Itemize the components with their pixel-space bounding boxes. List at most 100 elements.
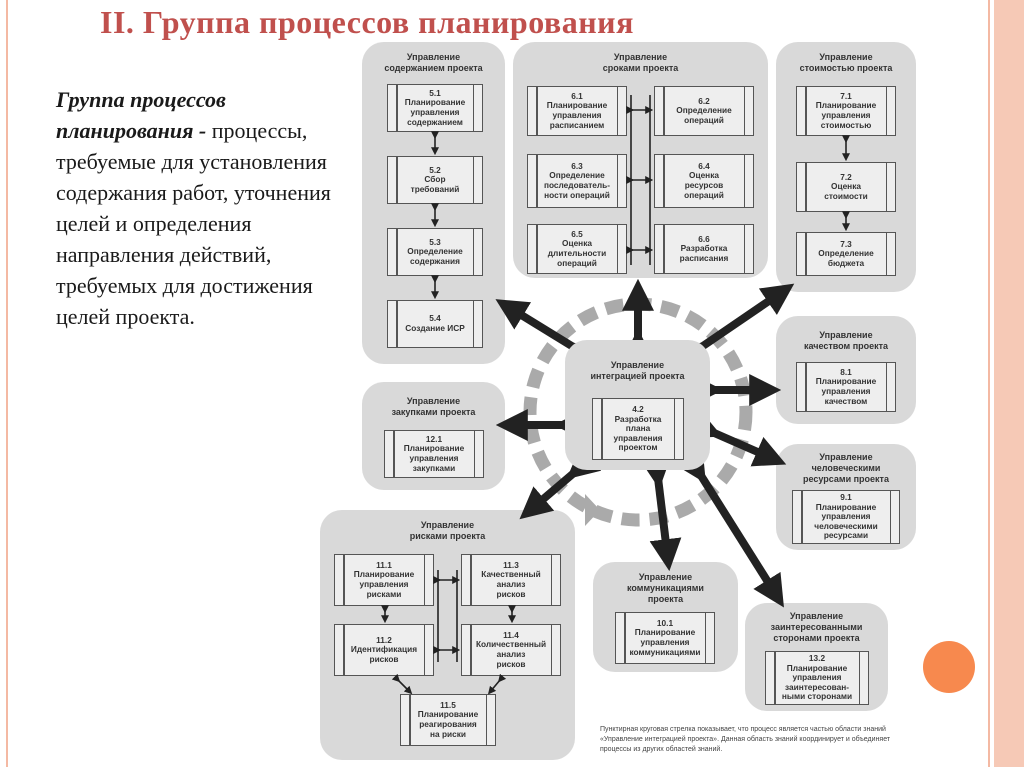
process-label: Качественный анализ рисков bbox=[481, 569, 541, 599]
group-integration-title: Управление интеграцией проекта bbox=[590, 360, 685, 381]
definition-body: процессы, требуемые для установления сод… bbox=[56, 118, 331, 329]
footnote: Пунктирная круговая стрелка показывает, … bbox=[600, 726, 891, 753]
process-number: 5.1 bbox=[429, 87, 441, 98]
process-number: 11.2 bbox=[376, 634, 392, 645]
process-label: Идентификация рисков bbox=[350, 644, 418, 664]
process-label: Планирование управления качеством bbox=[815, 376, 877, 406]
right-border-decoration bbox=[984, 0, 1024, 767]
group-cost-title: Управление стоимостью проекта bbox=[799, 52, 893, 73]
process-number: 5.3 bbox=[429, 236, 441, 247]
process-number: 6.4 bbox=[698, 160, 710, 171]
arrow-center-cost bbox=[673, 283, 795, 373]
process-number: 4.2 bbox=[632, 404, 644, 415]
process-number: 7.1 bbox=[840, 90, 852, 101]
arrow-center-scope bbox=[495, 299, 602, 373]
process-number: 5.4 bbox=[429, 313, 441, 324]
process-number: 6.2 bbox=[698, 95, 710, 106]
process-number: 9.1 bbox=[840, 492, 852, 503]
process-number: 7.3 bbox=[840, 238, 852, 249]
left-border-line bbox=[6, 0, 8, 767]
process-number: 5.2 bbox=[429, 164, 441, 175]
slide-title: II. Группа процессов планирования bbox=[100, 4, 634, 40]
process-number: 11.1 bbox=[376, 559, 392, 570]
process-number: 11.5 bbox=[440, 699, 456, 710]
group-procurement-title: Управление закупками проекта bbox=[391, 396, 476, 417]
process-label: Сбор требований bbox=[410, 174, 460, 194]
process-label: Планирование управления содержанием bbox=[404, 97, 466, 127]
process-number: 6.6 bbox=[698, 233, 710, 244]
process-label: Планирование управления закупками bbox=[403, 443, 465, 473]
process-number: 7.2 bbox=[840, 171, 852, 182]
process-label: Определение последователь- ности операци… bbox=[543, 170, 611, 200]
arrow-11-2-11-5 bbox=[391, 673, 413, 695]
process-number: 10.1 bbox=[656, 617, 674, 628]
process-label: Создание ИСР bbox=[405, 323, 465, 333]
process-number: 8.1 bbox=[840, 366, 852, 377]
process-label: Оценка стоимости bbox=[824, 181, 868, 201]
process-label: Определение бюджета bbox=[818, 248, 874, 268]
group-stakeholders: Управление заинтересованными сторонами п… bbox=[745, 603, 888, 711]
arrow-center-stakeholders bbox=[675, 447, 784, 608]
process-label: Планирование управления стоимостью bbox=[815, 100, 877, 130]
process-number: 6.5 bbox=[571, 228, 583, 239]
arrow-11-4-11-5 bbox=[487, 673, 507, 695]
process-label: Планирование управления коммуникациями bbox=[629, 627, 701, 657]
process-number: 12.1 bbox=[425, 433, 443, 444]
group-stakeholders-title: Управление заинтересованными сторонами п… bbox=[770, 611, 863, 643]
process-label: Планирование управления человеческими ре… bbox=[814, 501, 878, 541]
process-label: Оценка ресурсов операций bbox=[684, 170, 724, 200]
arrow-center-hr bbox=[686, 409, 787, 467]
process-number: 6.3 bbox=[571, 160, 583, 171]
process-label: Количественный анализ рисков bbox=[475, 639, 547, 669]
orange-circle-decoration bbox=[923, 641, 975, 693]
process-label: Оценка длительности операций bbox=[547, 238, 607, 268]
process-label: Планирование управления заинтересован- н… bbox=[781, 662, 853, 702]
group-risk-title: Управление рисками проекта bbox=[409, 520, 486, 541]
process-number: 11.3 bbox=[503, 559, 519, 570]
process-number: 13.2 bbox=[808, 653, 826, 664]
process-label: Определение операций bbox=[676, 105, 732, 125]
arrow-center-communications bbox=[639, 455, 682, 572]
process-label: Определение содержания bbox=[407, 246, 463, 266]
process-label: Планирование управления рисками bbox=[353, 569, 415, 599]
group-hr-title: Управление человеческими ресурсами проек… bbox=[803, 452, 889, 484]
group-quality-title: Управление качеством проекта bbox=[803, 330, 889, 351]
group-communications-title: Управление коммуникациями проекта bbox=[627, 572, 704, 604]
process-number: 6.1 bbox=[571, 90, 583, 101]
process-label: Разработка расписания bbox=[679, 243, 729, 263]
process-number: 11.4 bbox=[503, 629, 519, 640]
process-label: Планирование реагирования на риски bbox=[417, 709, 479, 739]
definition-text: Группа процессов планирования - процессы… bbox=[56, 84, 356, 332]
arrow-center-risk bbox=[519, 446, 602, 520]
group-scope-title: Управление содержанием проекта bbox=[384, 52, 483, 73]
definition-term: Группа процессов планирования - bbox=[56, 87, 226, 143]
